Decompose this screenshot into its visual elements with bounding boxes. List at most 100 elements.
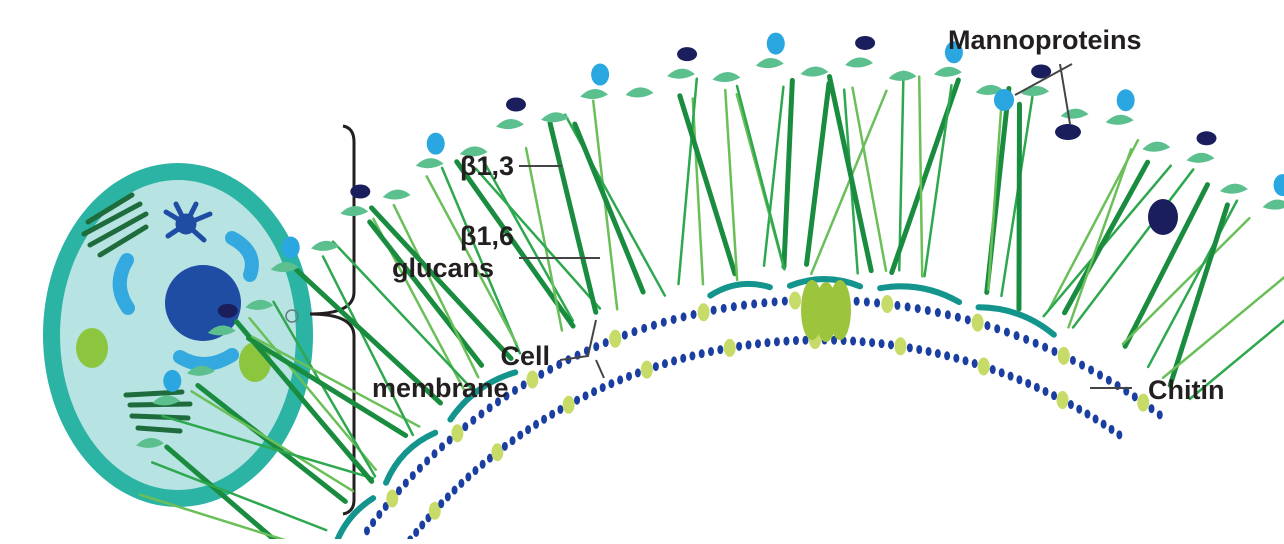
- lipid-head-inner: [525, 425, 532, 435]
- zoom-marker: [285, 309, 299, 323]
- lipid-head-inner: [1092, 414, 1099, 424]
- mannoprotein-leaf: [1105, 114, 1134, 125]
- lipid-head-inner: [1007, 371, 1014, 381]
- glucan-fibres: [138, 70, 1284, 544]
- glucan-fibre: [724, 88, 739, 282]
- glucan-fibre: [454, 159, 576, 329]
- lipid-head-inner: [745, 340, 752, 350]
- glucan-fibre: [272, 300, 377, 478]
- mannoprotein-leaf: [1186, 152, 1215, 163]
- lipid-head-inner: [944, 351, 951, 361]
- label-beta-1-3: β1,3: [459, 151, 514, 181]
- membrane-protein: [386, 489, 399, 508]
- membrane-protein: [640, 360, 653, 379]
- mannoprotein-cyan: [766, 32, 785, 55]
- lipid-head-inner: [1076, 404, 1083, 414]
- glucan-fibre: [1062, 159, 1151, 316]
- lipid-head-inner: [878, 339, 885, 349]
- lipid-head-outer: [1088, 365, 1095, 375]
- mannoprotein-navy: [855, 35, 876, 50]
- mannoprotein-navy: [350, 184, 371, 199]
- lipid-head-outer: [680, 312, 687, 322]
- lipid-head-inner: [625, 371, 632, 381]
- lipid-head-inner: [465, 472, 472, 482]
- lipid-head-inner: [407, 535, 414, 544]
- lipid-head-inner: [652, 362, 659, 372]
- lipid-head-inner: [444, 492, 451, 502]
- lipid-head-outer: [402, 478, 409, 488]
- mannoprotein-leaf: [933, 66, 962, 77]
- mannoprotein-layer: [136, 32, 1284, 448]
- transmembrane-protein: [829, 280, 851, 340]
- lipid-head-outer: [621, 330, 628, 340]
- lipid-head-outer: [486, 403, 493, 413]
- lipid-head-outer: [730, 302, 737, 312]
- lipid-head-outer: [416, 463, 423, 473]
- lipid-head-outer: [994, 324, 1001, 334]
- lipid-head-inner: [479, 459, 486, 469]
- mannoprotein-cyan: [1273, 174, 1284, 197]
- membrane-protein: [562, 395, 575, 414]
- lipid-head-outer: [538, 369, 545, 379]
- mannoprotein-cyan: [591, 63, 610, 86]
- chitin-chain: [877, 283, 963, 306]
- glucan-fibre: [248, 316, 378, 472]
- bracket-icon: [309, 124, 356, 516]
- lipid-head-inner: [634, 368, 641, 378]
- glucan-fibre: [321, 255, 415, 437]
- lipid-head-outer: [494, 397, 501, 407]
- label-chitin: Chitin: [1148, 375, 1225, 405]
- chitin-chains: [332, 276, 1057, 544]
- lipid-head-outer: [512, 385, 519, 395]
- lipid-head-inner: [1051, 391, 1058, 401]
- lipid-head-inner: [888, 340, 895, 350]
- lipid-head-inner: [549, 409, 556, 419]
- label-membrane: membrane: [372, 373, 509, 403]
- mannoprotein-navy: [1031, 64, 1052, 79]
- lipid-head-outer: [363, 526, 370, 536]
- lipid-head-inner: [869, 338, 876, 348]
- chitin-chain: [786, 276, 864, 290]
- glucan-fibre: [524, 146, 564, 332]
- glucan-fibre: [1167, 202, 1230, 388]
- lipid-head-outer: [431, 449, 438, 459]
- lipid-head-outer: [874, 298, 881, 308]
- mannoprotein-leaf: [1142, 141, 1171, 152]
- lipid-head-outer: [395, 486, 402, 496]
- glucan-fibre: [827, 74, 874, 274]
- lipid-head-outer: [964, 315, 971, 325]
- mannoprotein-leaf: [1021, 85, 1050, 97]
- lipid-head-inner: [582, 391, 589, 401]
- mannoprotein-leaf: [1219, 183, 1248, 194]
- lipid-head-inner: [1016, 375, 1023, 385]
- mannoprotein-navy: [677, 47, 698, 62]
- glucan-fibre: [1188, 319, 1284, 401]
- lipid-head-outer: [1069, 355, 1076, 365]
- lipid-head-outer: [470, 415, 477, 425]
- lipid-head-outer: [954, 312, 961, 322]
- glucan-fibre: [369, 205, 514, 361]
- nucleus: [165, 265, 241, 341]
- lipid-head-inner: [608, 379, 615, 389]
- lipid-head-inner: [802, 335, 809, 345]
- glucan-fibre: [735, 84, 786, 271]
- glucan-fibre: [1016, 101, 1022, 312]
- lipid-head-inner: [971, 359, 978, 369]
- label-cell: Cell: [500, 341, 550, 371]
- lipid-head-outer: [914, 304, 921, 314]
- mannoprotein-leaf: [580, 89, 609, 100]
- glucan-fibre: [481, 157, 575, 322]
- chitin-chain: [707, 280, 773, 299]
- lipid-head-outer: [382, 501, 389, 511]
- lipid-head-inner: [773, 337, 780, 347]
- lipid-head-outer: [424, 456, 431, 466]
- glucan-fibre: [917, 75, 924, 278]
- lipid-head-outer: [1003, 327, 1010, 337]
- glucan-fibre: [331, 240, 474, 391]
- membrane-protein: [977, 357, 990, 376]
- lipid-head-outer: [751, 299, 758, 309]
- lipid-head-outer: [1051, 346, 1058, 356]
- glucan-fibre: [164, 444, 284, 544]
- lipid-head-inner: [850, 336, 857, 346]
- lipid-head-inner: [671, 356, 678, 366]
